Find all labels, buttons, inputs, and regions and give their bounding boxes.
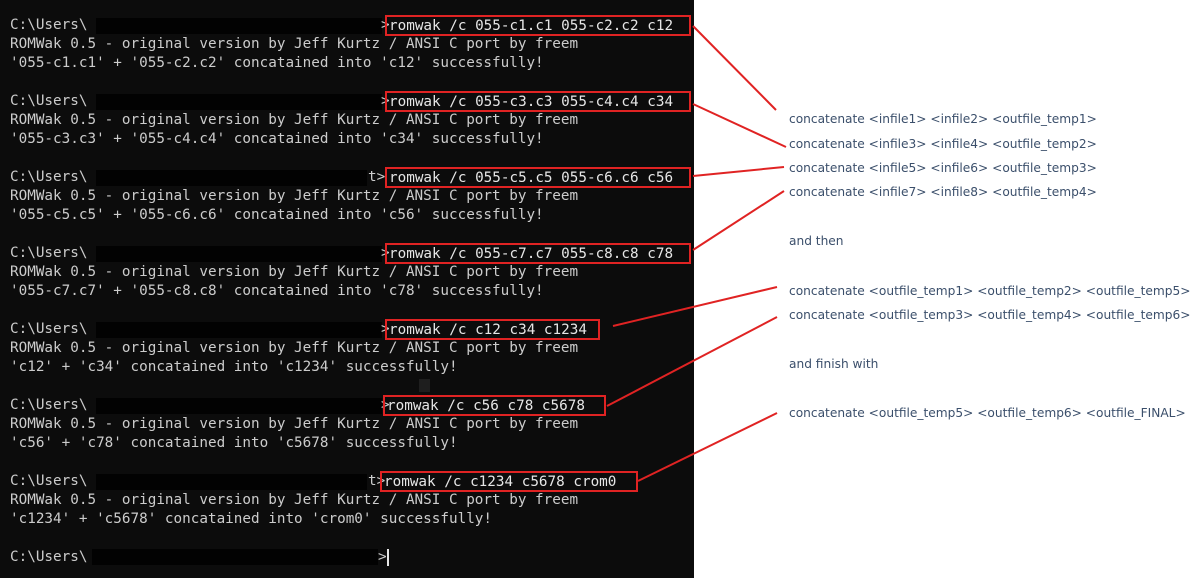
redacted-username: [96, 94, 382, 110]
result-line-6: 'c56' + 'c78' concatained into 'c5678' s…: [10, 435, 458, 451]
result-line-7: 'c1234' + 'c5678' concatained into 'crom…: [10, 511, 493, 527]
redacted-username: [96, 398, 382, 414]
redacted-username: [92, 549, 378, 565]
redacted-username: [96, 474, 367, 490]
prompt-path: C:\Users\: [10, 397, 88, 413]
prompt-path: C:\Users\: [10, 93, 88, 109]
annotation-5: concatenate <outfile_temp1> <outfile_tem…: [789, 284, 1191, 298]
banner-line-1: ROMWak 0.5 - original version by Jeff Ku…: [10, 36, 579, 52]
prompt-gt: >: [381, 397, 390, 413]
result-line-5: 'c12' + 'c34' concatained into 'c1234' s…: [10, 359, 458, 375]
command-2: romwak /c 055-c3.c3 055-c4.c4 c34: [385, 91, 691, 112]
banner-line-4: ROMWak 0.5 - original version by Jeff Ku…: [10, 264, 579, 280]
prompt-line-1: C:\Users\: [10, 16, 87, 35]
prompt-line-5: C:\Users\: [10, 320, 87, 339]
command-6: romwak /c c56 c78 c5678: [383, 395, 606, 416]
prompt-path: C:\Users\: [10, 549, 88, 565]
annotation-2: concatenate <infile3> <infile4> <outfile…: [789, 137, 1097, 151]
prompt-line-6: C:\Users\: [10, 396, 87, 415]
redacted-username: [96, 246, 382, 262]
connector-line-2: [692, 103, 787, 148]
prompt-line-7: C:\Users\: [10, 472, 87, 491]
prompt-line-4: C:\Users\: [10, 244, 87, 263]
final-prompt-line[interactable]: C:\Users\: [10, 548, 87, 567]
banner-line-7: ROMWak 0.5 - original version by Jeff Ku…: [10, 492, 579, 508]
annotation-7: concatenate <outfile_temp5> <outfile_tem…: [789, 406, 1186, 420]
prompt-path: C:\Users\: [10, 321, 88, 337]
text-cursor: [387, 549, 389, 566]
redacted-username: [96, 170, 367, 186]
prompt-path: C:\Users\: [10, 245, 88, 261]
annotation-6: concatenate <outfile_temp3> <outfile_tem…: [789, 308, 1191, 322]
connector-line-4: [692, 190, 785, 251]
prompt-line-2: C:\Users\: [10, 92, 87, 111]
annotation-3: concatenate <infile5> <infile6> <outfile…: [789, 161, 1097, 175]
result-line-4: '055-c7.c7' + '055-c8.c8' concatained in…: [10, 283, 544, 299]
prompt-gt: t>: [368, 169, 386, 185]
prompt-path: C:\Users\: [10, 17, 88, 33]
command-7: romwak /c c1234 c5678 crom0: [380, 471, 638, 492]
command-4: romwak /c 055-c7.c7 055-c8.c8 c78: [385, 243, 691, 264]
prompt-gt: >: [378, 549, 387, 565]
cursor-artifact: [419, 379, 430, 392]
banner-line-3: ROMWak 0.5 - original version by Jeff Ku…: [10, 188, 579, 204]
annotation-4: concatenate <infile7> <infile8> <outfile…: [789, 185, 1097, 199]
banner-line-5: ROMWak 0.5 - original version by Jeff Ku…: [10, 340, 579, 356]
prompt-path: C:\Users\: [10, 473, 88, 489]
result-line-3: '055-c5.c5' + '055-c6.c6' concatained in…: [10, 207, 544, 223]
command-1: romwak /c 055-c1.c1 055-c2.c2 c12: [385, 15, 691, 36]
connector-line-1: [692, 25, 777, 111]
annotation-finish-with: and finish with: [789, 357, 879, 371]
banner-line-2: ROMWak 0.5 - original version by Jeff Ku…: [10, 112, 579, 128]
prompt-path: C:\Users\: [10, 169, 88, 185]
result-line-1: '055-c1.c1' + '055-c2.c2' concatained in…: [10, 55, 544, 71]
result-line-2: '055-c3.c3' + '055-c4.c4' concatained in…: [10, 131, 544, 147]
redacted-username: [96, 322, 382, 338]
banner-line-6: ROMWak 0.5 - original version by Jeff Ku…: [10, 416, 579, 432]
prompt-line-3: C:\Users\: [10, 168, 87, 187]
command-5: romwak /c c12 c34 c1234: [385, 319, 600, 340]
connector-line-3: [692, 166, 785, 177]
annotation-1: concatenate <infile1> <infile2> <outfile…: [789, 112, 1097, 126]
annotation-and-then: and then: [789, 234, 844, 248]
redacted-username: [96, 18, 382, 34]
command-3: romwak /c 055-c5.c5 055-c6.c6 c56: [385, 167, 691, 188]
terminal-window[interactable]: C:\Users\ > romwak /c 055-c1.c1 055-c2.c…: [0, 0, 694, 578]
